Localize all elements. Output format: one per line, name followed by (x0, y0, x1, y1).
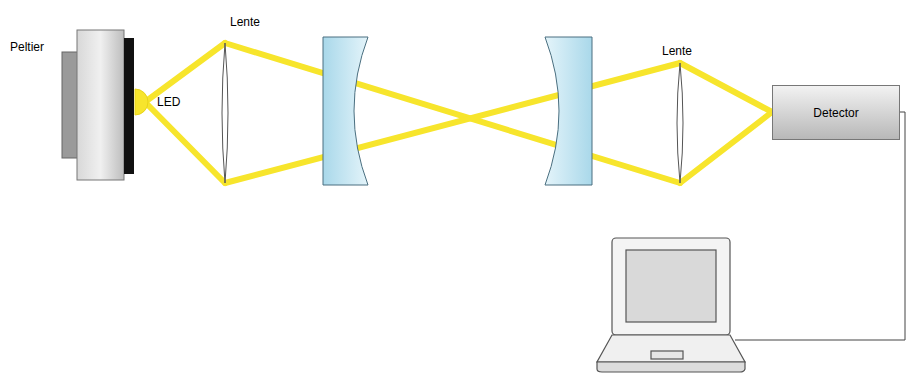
light-rays (145, 43, 772, 183)
cable (735, 112, 905, 340)
concave-lens (545, 37, 592, 185)
lens-label: Lente (662, 44, 692, 58)
part-name: Peltier (10, 40, 44, 54)
lens-label: Lente (230, 15, 260, 29)
node-label: Detector (813, 106, 858, 120)
laptop (597, 238, 745, 372)
convex-lens (222, 43, 228, 183)
led (135, 89, 148, 115)
concave-lens (323, 37, 368, 185)
detector-box: Detector (772, 85, 900, 140)
peltier-module (62, 30, 148, 180)
convex-lens (677, 63, 683, 183)
led-label: LED (157, 95, 180, 109)
